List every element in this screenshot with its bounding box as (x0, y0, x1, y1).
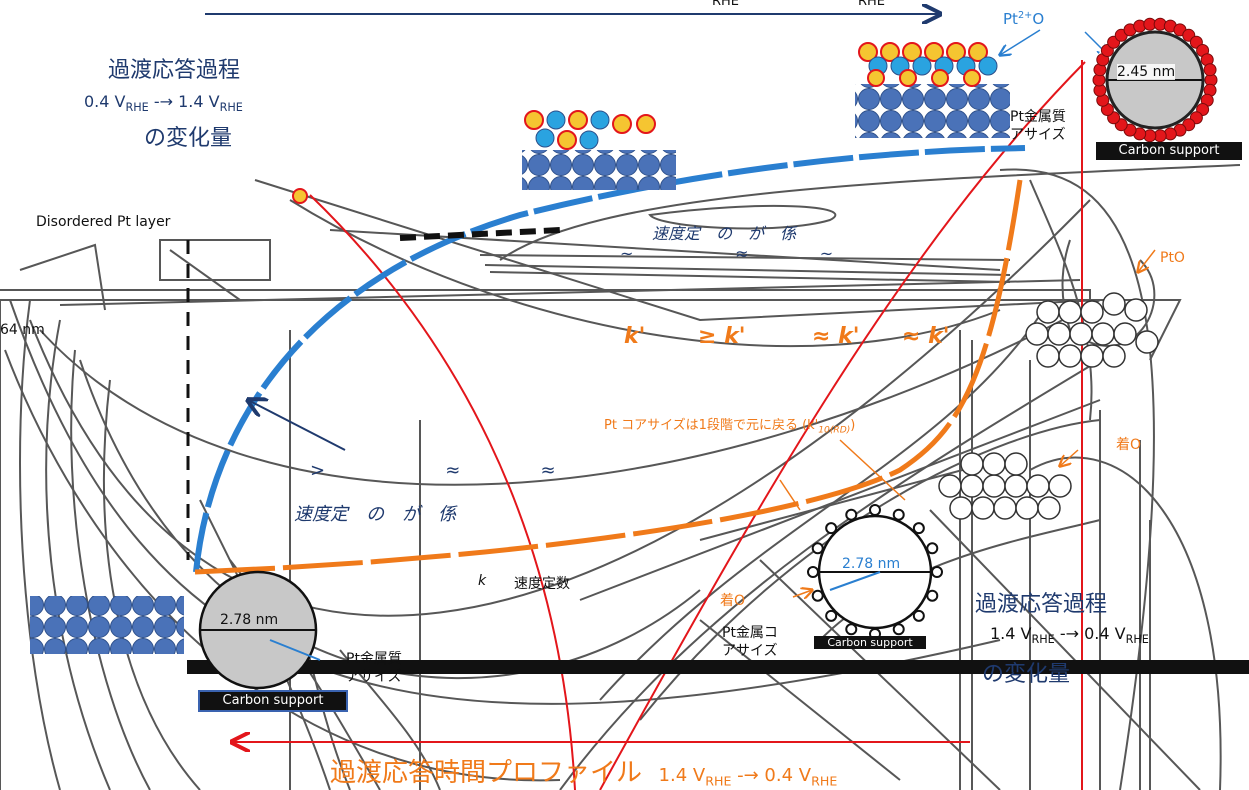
rate-constant-mid: 速度定 の が 係 (294, 500, 456, 526)
adsorbed-o-dot (846, 510, 856, 520)
right-panel-suffix: の変化量 (982, 656, 1070, 688)
adsorbed-o-dot (808, 567, 818, 577)
left-panel-suffix: の変化量 (144, 120, 232, 152)
adsorbed-o-dot (813, 543, 823, 553)
core-label-left-1: Pt金属質 (346, 648, 402, 668)
approx-row: > ≈ ≈ (310, 460, 556, 481)
approx-top-row: ~ ≈ ~ (620, 244, 833, 263)
right-panel-range: 1.4 VRHE -→ 0.4 VRHE (990, 624, 1149, 646)
adsorbed-o-dot (870, 505, 880, 515)
adsorbed-o-dot (826, 611, 836, 621)
recovery-note: Pt コアサイズは1段階で元に戻る (k'10(RD)) (604, 414, 855, 436)
pt2o-label: Pt2+O (1003, 10, 1044, 28)
k-relation-4: ≈ k' (902, 324, 949, 349)
adsorbed-o-dot (826, 523, 836, 533)
diameter-left: 2.78 nm (220, 612, 278, 628)
atom-stack-top-right (855, 84, 1010, 138)
adsorbed-o-dot (932, 567, 942, 577)
core-label-mid-1: Pt金属コ (722, 622, 778, 642)
core-label-mid-2: アサイズ (722, 640, 778, 660)
core-label-left-2: アサイズ (346, 666, 402, 686)
k-relation-3: ≈ k' (812, 324, 859, 349)
adsorbed-o-dot (894, 624, 904, 634)
left-panel-title: 過渡応答過程 (108, 52, 240, 84)
adsorbed-o-dot (914, 611, 924, 621)
k-symbol: k (478, 573, 486, 589)
adsorbed-o-dot (927, 543, 937, 553)
carbon-support-mid: Carbon support (814, 636, 926, 649)
adsorbed-o-dot (914, 523, 924, 533)
adsorbed-o-dot (927, 591, 937, 601)
left-panel-range: 0.4 VRHE -→ 1.4 VRHE (84, 92, 243, 114)
right-panel-title: 過渡応答過程 (975, 586, 1107, 618)
adsorbed-o-mid: 着O (720, 590, 745, 610)
carbon-support-left: Carbon support (198, 690, 348, 712)
particle-mid (808, 505, 942, 639)
oxide-shell-dot (1204, 64, 1216, 76)
k-relation-1: k' (624, 324, 645, 349)
diameter-mid: 2.78 nm (842, 556, 900, 572)
core-label-top-1: Pt金属質 (1010, 106, 1066, 126)
adsorbed-o-dot (813, 591, 823, 601)
k-label: 速度定数 (514, 573, 570, 593)
rate-constant-top: 速度定 の が 係 (652, 220, 796, 244)
k-relation-2: ≥ k' (698, 324, 745, 349)
pto-label: PtO (1160, 250, 1185, 266)
disordered-layer-label: Disordered Pt layer (36, 214, 170, 230)
atom-stack-left (30, 596, 184, 654)
adsorbed-o-dot (894, 510, 904, 520)
rhe-label-right: RHE (858, 0, 885, 9)
bottom-profile-label: 過渡応答時間プロファイル 1.4 VRHE -→ 0.4 VRHE (330, 752, 837, 789)
adsorbed-o-dot (846, 624, 856, 634)
size-label-left: 64 nm (0, 322, 45, 338)
particle-top-right (1093, 18, 1217, 142)
core-label-top-2: アサイズ (1010, 124, 1066, 144)
adsorbed-o-right: 着O (1116, 434, 1141, 454)
red-arc-left (310, 195, 575, 790)
atom-stack-mid (522, 150, 676, 190)
rhe-label-left: RHE (712, 0, 739, 9)
diameter-top-right: 2.45 nm (1117, 64, 1175, 80)
carbon-support-top-right: Carbon support (1096, 142, 1242, 160)
